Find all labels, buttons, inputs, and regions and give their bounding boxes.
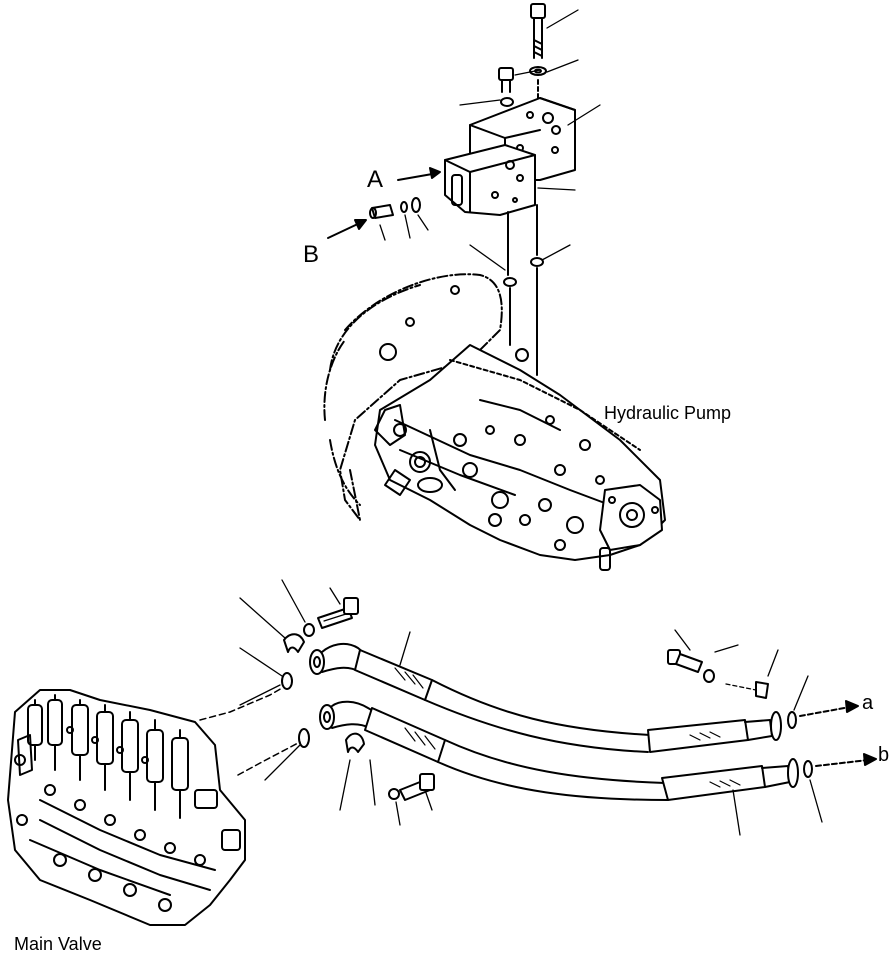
o-ring-icon <box>787 711 797 729</box>
main-valve <box>7 689 246 926</box>
port-a-label: a <box>862 692 874 714</box>
upper-fastener-set <box>281 597 359 690</box>
view-a-label: A <box>367 166 384 193</box>
o-ring-icon <box>500 97 514 107</box>
plug-assembly <box>369 197 421 219</box>
view-arrow-a <box>397 167 441 181</box>
o-ring-icon <box>298 728 310 748</box>
lower-fastener-set <box>298 728 435 801</box>
hydraulic-pump-label: Hydraulic Pump <box>604 403 732 423</box>
top-bolt-assembly <box>498 3 547 107</box>
o-ring-icon <box>411 197 421 213</box>
arrow-to-b <box>815 753 877 767</box>
hose-upper <box>309 642 797 753</box>
o-ring-icon <box>281 672 293 690</box>
view-arrow-b <box>327 219 367 239</box>
o-ring-icon <box>803 760 813 778</box>
view-b-label: B <box>303 241 320 268</box>
port-b-label: b <box>878 744 890 766</box>
o-ring-icon <box>530 257 544 267</box>
right-fastener-set <box>667 649 769 699</box>
o-ring-icon <box>400 201 408 213</box>
o-ring-icon <box>503 277 517 287</box>
short-bolt-icon <box>498 67 514 81</box>
main-valve-label: Main Valve <box>14 934 102 954</box>
hose-lower <box>319 700 813 801</box>
hydraulic-pump <box>323 273 666 571</box>
bolt-head-icon <box>530 3 546 19</box>
leader-lines-top <box>379 9 601 271</box>
manifold-lower-block <box>444 144 536 216</box>
leader-lines-bottom <box>239 579 823 836</box>
plug-icon <box>371 204 394 219</box>
washer-icon <box>529 66 547 76</box>
arrow-to-a <box>799 700 859 717</box>
